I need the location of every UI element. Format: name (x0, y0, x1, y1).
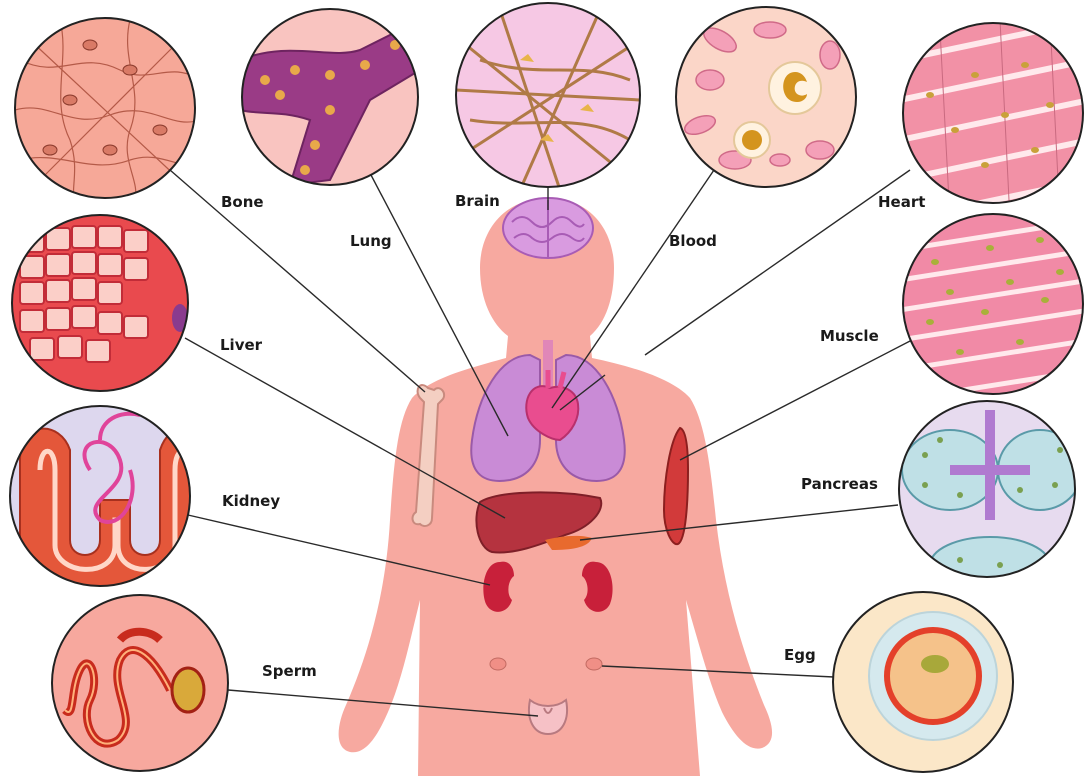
pancreas-cell-circle (899, 401, 1082, 593)
egg-cell-circle (833, 592, 1013, 772)
label-muscle: Muscle (820, 329, 879, 344)
label-heart: Heart (878, 195, 925, 210)
liver-organ (476, 492, 601, 552)
label-kidney: Kidney (222, 494, 280, 509)
label-bone: Bone (221, 195, 264, 210)
label-blood: Blood (669, 234, 717, 249)
sperm-cell-circle (52, 595, 228, 771)
testes-organ (529, 700, 567, 734)
blood-cell-circle (676, 7, 856, 187)
label-egg: Egg (784, 648, 816, 663)
label-brain: Brain (455, 194, 500, 209)
muscle-cell-circle (900, 214, 1088, 400)
leader-line-muscle (680, 340, 912, 460)
kidney-cell-circle (10, 406, 200, 600)
label-lung: Lung (350, 234, 392, 249)
body-shape (339, 198, 772, 776)
heart-cell-circle (900, 20, 1088, 220)
label-sperm: Sperm (262, 664, 317, 679)
body-silhouette (339, 198, 772, 776)
label-liver: Liver (220, 338, 262, 353)
label-pancreas: Pancreas (801, 477, 878, 492)
leader-line-bone (170, 170, 425, 392)
lung-cell-circle (240, 9, 420, 185)
brain-cell-circle (456, 3, 640, 190)
liver-cell-circle (12, 215, 188, 391)
